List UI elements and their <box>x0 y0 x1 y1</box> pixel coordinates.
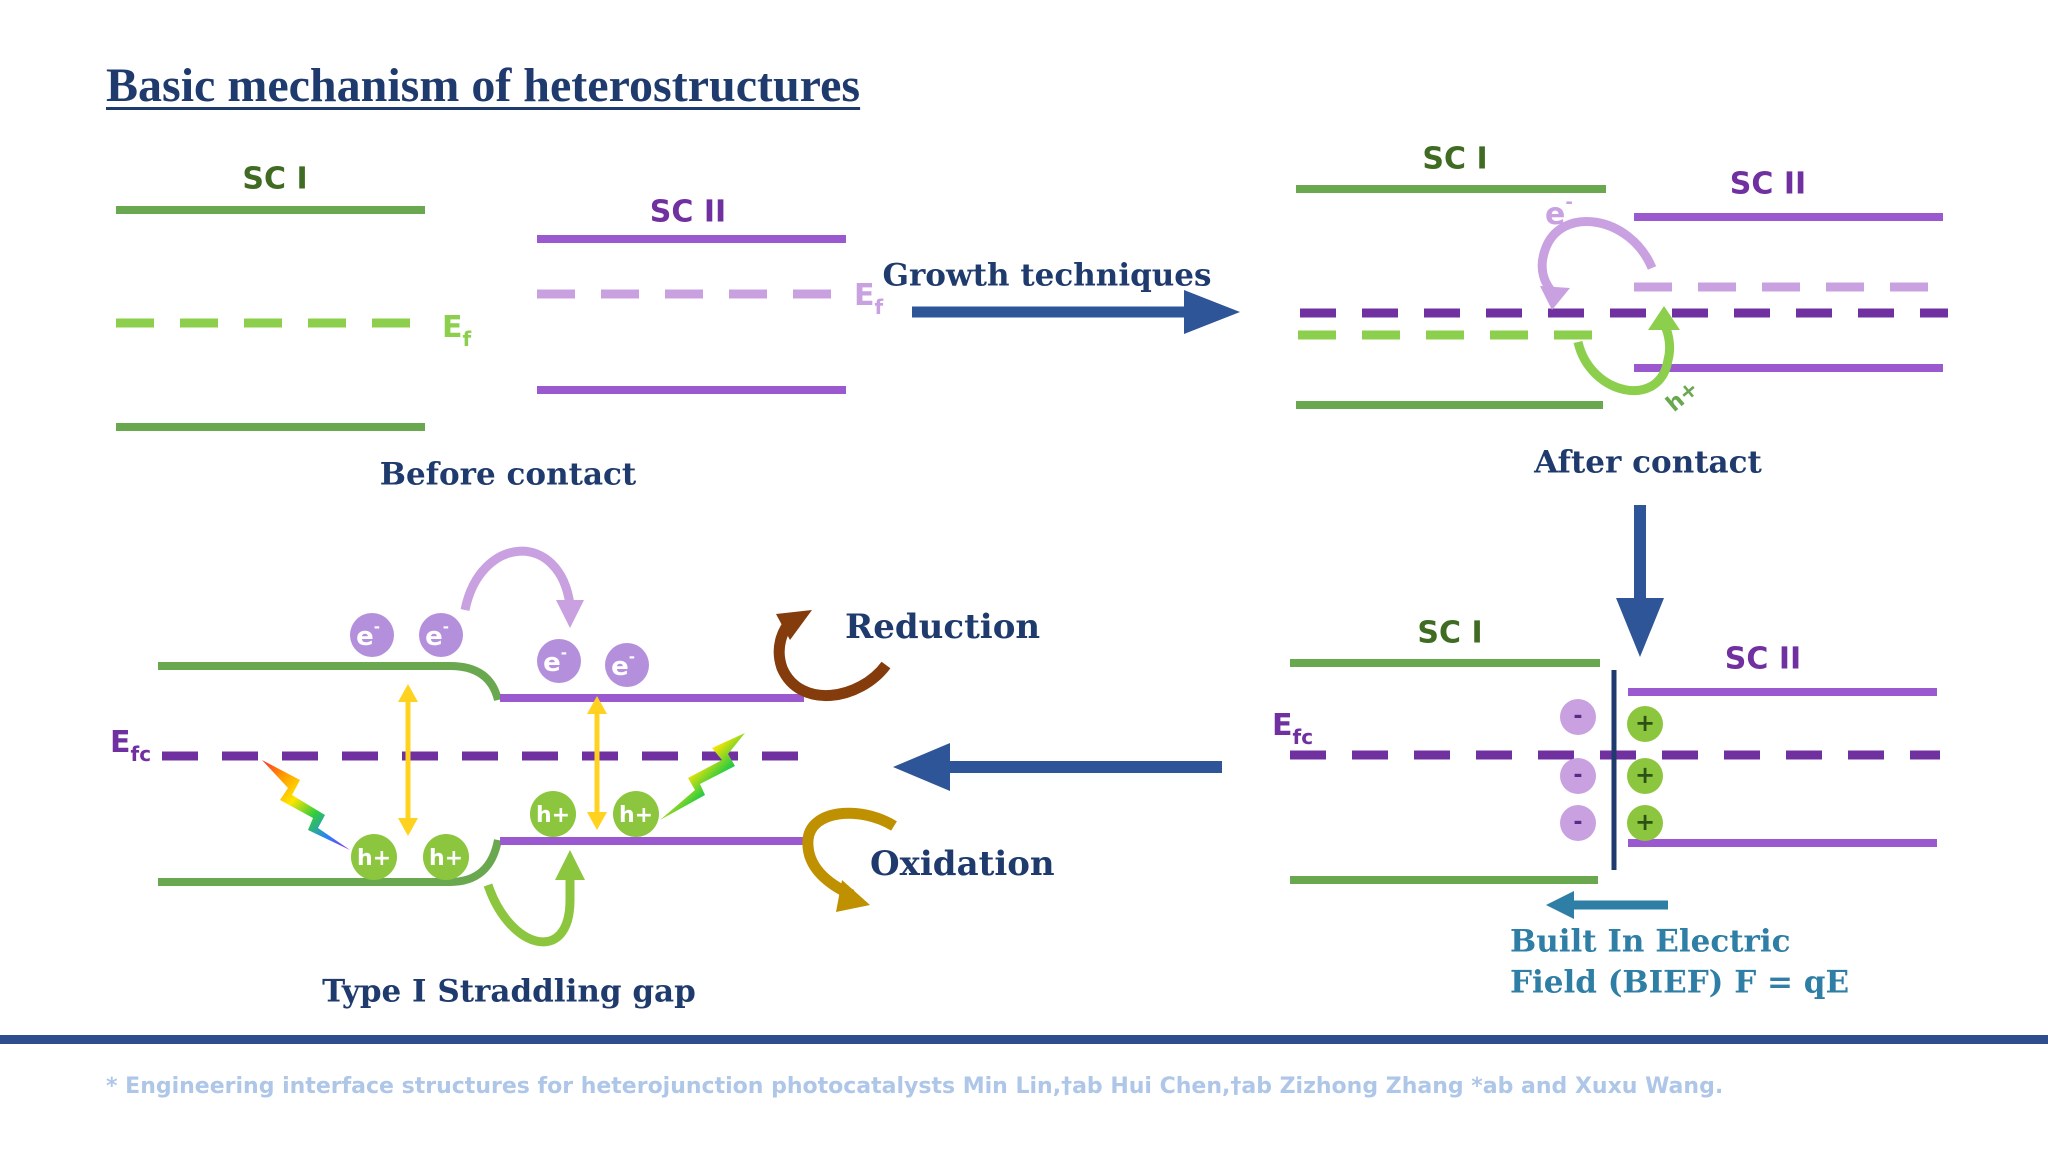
svg-text:h+: h+ <box>536 803 570 828</box>
oxidation-arrowhead <box>836 880 870 912</box>
electron-bubble: e- <box>419 613 463 657</box>
sc1-valence-band <box>158 839 502 886</box>
sc2-label: SC II <box>1725 642 1801 677</box>
electron-bubble: e- <box>537 639 581 683</box>
bief-caption-line2: Field (BIEF) F = qE <box>1510 965 1849 1001</box>
hole-transfer-arrowhead <box>555 850 585 880</box>
svg-text:h+: h+ <box>429 846 463 871</box>
electron-bubble: e- <box>350 613 394 657</box>
growth-arrow-head <box>1184 290 1240 334</box>
sc1-conduction-band <box>158 662 502 702</box>
svg-text:e-: e- <box>611 648 635 682</box>
left-arrow <box>893 743 1222 791</box>
fermi-label: Efc <box>110 725 151 766</box>
electron-transfer-arrowhead <box>556 600 584 628</box>
before-contact-caption: Before contact <box>380 457 637 493</box>
negative-charge: - <box>1560 758 1596 794</box>
after-contact-caption: After contact <box>1533 445 1762 481</box>
light-bolt-icon <box>660 733 745 820</box>
positive-charge: + <box>1627 706 1663 742</box>
growth-label: Growth techniques <box>883 258 1212 294</box>
page-title: Basic mechanism of heterostructures <box>106 59 861 112</box>
sc2-bandgap-arrow <box>587 696 607 830</box>
down-arrow-head <box>1616 598 1664 657</box>
positive-charge: + <box>1627 758 1663 794</box>
sc1-label: SC I <box>1422 142 1487 177</box>
light-bolt-icon <box>262 760 350 850</box>
electron-transfer-arrow <box>1537 217 1657 299</box>
svg-text:h+: h+ <box>357 846 391 871</box>
growth-arrow: Growth techniques <box>883 258 1240 334</box>
reduction-arrow <box>773 616 891 702</box>
hole-bubble: h+ <box>351 834 397 880</box>
hole-transfer-arrow <box>483 880 575 947</box>
negative-charge: - <box>1560 805 1596 841</box>
reduction-arrowhead <box>776 610 812 640</box>
electron-bubble: e- <box>605 643 649 687</box>
negative-charge: - <box>1560 699 1596 735</box>
positive-charge: + <box>1627 805 1663 841</box>
type1-panel: Efc e- e- e- <box>110 546 1055 1010</box>
type1-caption: Type I Straddling gap <box>322 974 696 1010</box>
sc1-fermi-label: Ef <box>442 310 472 351</box>
left-arrow-head <box>893 743 950 791</box>
before-contact-panel: SC I Ef SC II Ef Before contact <box>116 162 884 493</box>
electron-transfer-arrowhead <box>1540 286 1570 310</box>
sc2-fermi-label: Ef <box>854 278 884 319</box>
oxidation-arrow <box>802 807 897 901</box>
svg-text:+: + <box>1635 761 1655 789</box>
svg-text:-: - <box>1573 763 1582 788</box>
electron-transfer-arrow <box>460 546 575 611</box>
svg-text:-: - <box>1573 704 1582 729</box>
bief-caption-line1: Built In Electric <box>1510 924 1791 960</box>
bief-arrow-head <box>1546 891 1574 919</box>
svg-text:h+: h+ <box>619 803 653 828</box>
reduction-label: Reduction <box>845 607 1040 647</box>
sc1-label: SC I <box>242 162 307 197</box>
hole-bubble: h+ <box>423 834 469 880</box>
svg-text:e-: e- <box>425 618 449 652</box>
hole-transfer-arrowhead <box>1648 306 1680 330</box>
after-contact-panel: SC I SC II e- h+ After contact <box>1296 142 1948 481</box>
fermi-label: Efc <box>1272 708 1313 749</box>
sc2-label: SC II <box>650 195 726 230</box>
sc1-label: SC I <box>1417 616 1482 651</box>
sc1-bandgap-arrow <box>398 684 418 836</box>
svg-text:+: + <box>1635 709 1655 737</box>
hole-bubble: h+ <box>613 791 659 837</box>
sc2-label: SC II <box>1730 167 1806 202</box>
hole-label: h+ <box>1662 376 1704 417</box>
oxidation-label: Oxidation <box>870 844 1055 884</box>
svg-text:e-: e- <box>356 618 380 652</box>
hole-transfer-arrow <box>1573 317 1675 396</box>
svg-text:e-: e- <box>543 644 567 678</box>
electron-label: e- <box>1545 192 1573 232</box>
reference-footnote: * Engineering interface structures for h… <box>106 1074 1724 1099</box>
svg-text:-: - <box>1573 810 1582 835</box>
footer-divider <box>0 1035 2048 1044</box>
hole-bubble: h+ <box>530 791 576 837</box>
svg-text:+: + <box>1635 808 1655 836</box>
bief-panel: SC I SC II Efc - - - + <box>1272 616 1940 1001</box>
down-arrow <box>1616 505 1664 657</box>
